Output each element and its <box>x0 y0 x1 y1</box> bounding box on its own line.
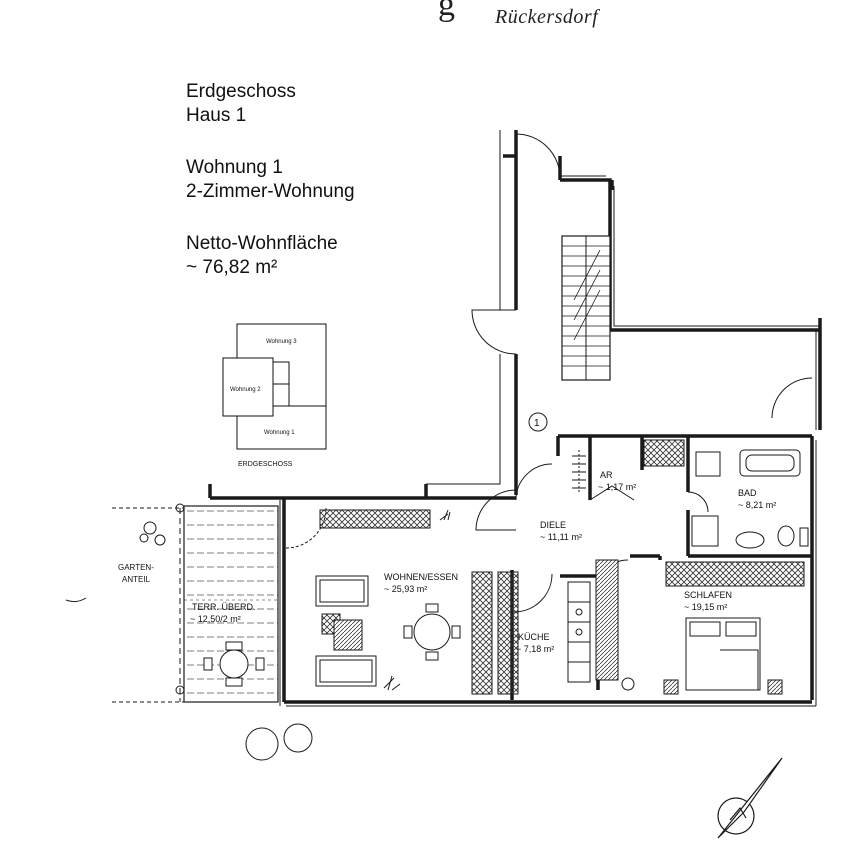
garden-label-line1: GARTEN- <box>118 563 154 572</box>
entrance-marker-number: 1 <box>534 418 540 429</box>
room-ar-area: ~ 1,17 m² <box>598 482 636 492</box>
bedroom-furniture <box>663 617 783 695</box>
floor-label: Erdgeschoss <box>186 81 296 102</box>
room-terrace-area: ~ 12,50/2 m² <box>190 614 241 624</box>
terrace-deck <box>183 505 279 703</box>
unit-label: Wohnung 1 <box>186 157 283 178</box>
header-partial-letter: g <box>438 0 455 23</box>
garden-label-line2: ANTEIL <box>122 575 151 584</box>
key-plan-floor-label: ERDGESCHOSS <box>238 461 293 468</box>
staircase <box>561 235 611 381</box>
house-label: Haus 1 <box>186 105 247 126</box>
key-plan: Wohnung 3 Wohnung 2 Wohnung 1 ERDGESCHOS… <box>222 323 327 468</box>
room-kueche-name: KÜCHE <box>518 632 550 642</box>
key-plan-unit-3: Wohnung 3 <box>266 339 297 345</box>
wall-outlines <box>279 130 820 707</box>
room-ar-name: AR <box>600 470 613 480</box>
area-title: Netto-Wohnfläche <box>186 233 338 254</box>
header-place-name: Rückersdorf <box>495 6 599 28</box>
key-plan-unit-2: Wohnung 2 <box>230 387 261 393</box>
plants <box>139 509 635 761</box>
area-value: ~ 76,82 m² <box>186 257 278 278</box>
room-kueche-area: ~ 7,18 m² <box>516 644 554 654</box>
room-bad-name: BAD <box>738 488 757 498</box>
room-wohnen-name: WOHNEN/ESSEN <box>384 572 458 582</box>
garden-boundary <box>65 503 185 703</box>
room-bad-area: ~ 8,21 m² <box>738 500 776 510</box>
kitchen-units <box>567 559 619 683</box>
entrance-marker-circle <box>528 412 548 432</box>
bathroom-fixtures <box>691 449 809 549</box>
room-diele-name: DIELE <box>540 520 566 530</box>
room-schlafen-area: ~ 19,15 m² <box>684 602 727 612</box>
key-plan-unit-1: Wohnung 1 <box>264 430 295 436</box>
room-schlafen-name: SCHLAFEN <box>684 590 732 600</box>
walls <box>208 130 822 704</box>
windows <box>319 439 805 695</box>
living-furniture <box>315 575 461 687</box>
room-terrace-name: TERR. ÜBERD. <box>192 602 256 612</box>
room-wohnen-area: ~ 25,93 m² <box>384 584 427 594</box>
unit-type-label: 2-Zimmer-Wohnung <box>186 181 355 202</box>
room-diele-area: ~ 11,11 m² <box>540 532 582 542</box>
storage-shelves <box>572 450 586 494</box>
north-arrow-icon <box>717 757 783 839</box>
